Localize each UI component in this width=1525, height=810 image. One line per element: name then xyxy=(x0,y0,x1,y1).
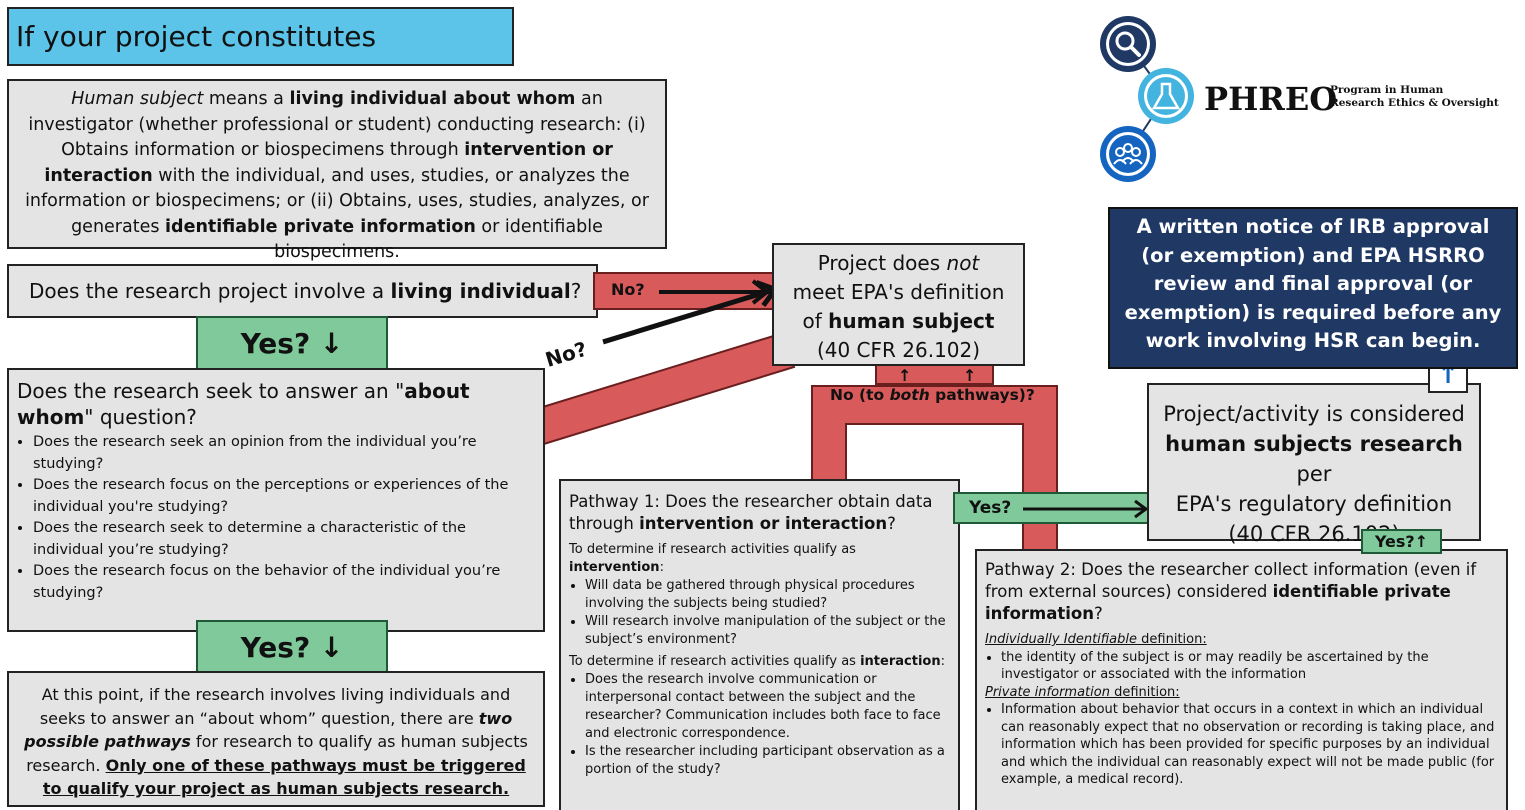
about-whom-bullet: Does the research seek an opinion from t… xyxy=(33,432,535,475)
logo-subtitle-line1: Program in Human xyxy=(1330,84,1444,96)
question-living-individual: Does the research project involve a livi… xyxy=(7,264,598,318)
logo-subtitle-line2: Research Ethics & Oversight xyxy=(1330,97,1499,109)
two-pathways-note: At this point, if the research involves … xyxy=(7,671,545,807)
up-arrow-icon: ↑ xyxy=(898,366,911,385)
no-arrow-1: No? xyxy=(593,272,779,310)
page-title: If your project constitutes research... xyxy=(7,7,514,108)
logo-icons xyxy=(1100,16,1194,182)
interaction-bullet: Does the research involve communication … xyxy=(585,671,950,743)
yes-arrow-1: Yes? ↓ xyxy=(196,316,388,372)
human-subject-definition: Human subject means a living individual … xyxy=(7,79,667,262)
not-human-subject-result: Project does not meet EPA's definition o… xyxy=(772,243,1025,366)
yes-arrow-3: Yes? xyxy=(953,492,1156,524)
about-whom-bullet: Does the research focus on the perceptio… xyxy=(33,475,535,518)
intervention-bullet: Will data be gathered through physical p… xyxy=(585,577,950,613)
irb-approval-notice: A written notice of IRB approval (or exe… xyxy=(1108,207,1518,369)
phreo-logo: PHREO Program in Human Research Ethics &… xyxy=(1098,14,1518,184)
human-subjects-research-result: Project/activity is considered human sub… xyxy=(1147,383,1481,546)
no-both-pathways-label: No (to both pathways)? xyxy=(830,386,1035,404)
pathway-1-intervention: Pathway 1: Does the researcher obtain da… xyxy=(559,479,960,810)
identifiable-bullet: the identity of the subject is or may re… xyxy=(1001,649,1498,684)
private-info-bullet: Information about behavior that occurs i… xyxy=(1001,701,1498,789)
interaction-bullet: Is the researcher including participant … xyxy=(585,743,950,779)
about-whom-bullet: Does the research seek to determine a ch… xyxy=(33,518,535,561)
intervention-bullet: Will research involve manipulation of th… xyxy=(585,613,950,649)
logo-name: PHREO xyxy=(1204,80,1338,118)
yes-up-arrow: Yes?↑ xyxy=(1361,529,1442,554)
up-arrow-icon: ↑ xyxy=(963,366,976,385)
pathway-2-private-information: Pathway 2: Does the researcher collect i… xyxy=(975,549,1508,810)
yes-arrow-2: Yes? ↓ xyxy=(196,620,388,676)
about-whom-bullet: Does the research focus on the behavior … xyxy=(33,561,535,604)
question-about-whom: Does the research seek to answer an "abo… xyxy=(7,368,545,632)
